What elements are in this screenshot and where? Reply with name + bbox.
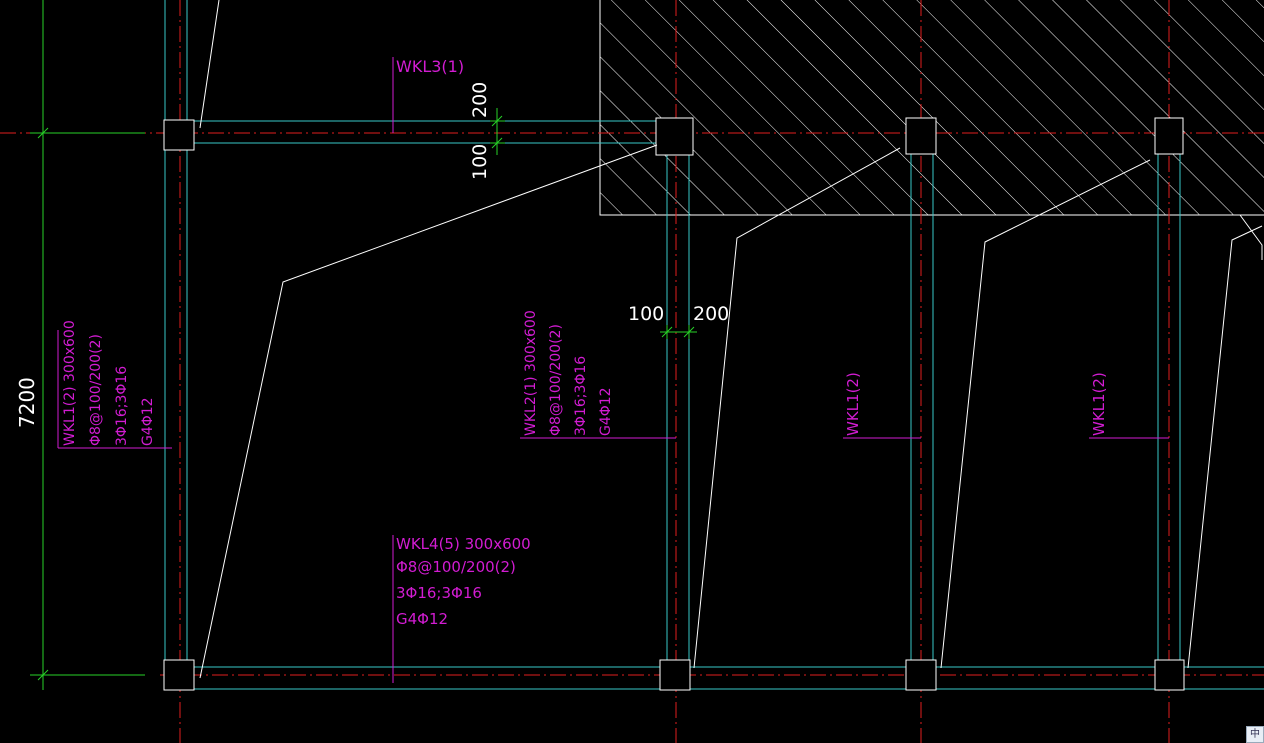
svg-text:3Φ16;3Φ16: 3Φ16;3Φ16 xyxy=(114,366,130,446)
dimension-texts: 7200 200 100 100 200 xyxy=(15,82,729,428)
label-wkl2: WKL2(1) 300x600 Φ8@100/200(2) 3Φ16;3Φ16 … xyxy=(523,310,614,436)
svg-text:G4Φ12: G4Φ12 xyxy=(140,397,156,446)
svg-text:Φ8@100/200(2): Φ8@100/200(2) xyxy=(396,558,516,576)
annotation-leaders xyxy=(57,57,1169,683)
dim-mid-right: 200 xyxy=(693,303,729,325)
hatched-slab-region xyxy=(599,0,1264,216)
label-wkl3: WKL3(1) xyxy=(396,57,464,76)
dim-top-upper: 200 xyxy=(469,82,491,118)
svg-text:G4Φ12: G4Φ12 xyxy=(396,610,448,628)
beam-outlines xyxy=(164,0,1264,690)
svg-text:3Φ16;3Φ16: 3Φ16;3Φ16 xyxy=(396,584,482,602)
svg-text:G4Φ12: G4Φ12 xyxy=(598,387,614,436)
svg-text:WKL2(1) 300x600: WKL2(1) 300x600 xyxy=(523,310,539,436)
columns xyxy=(163,117,1185,691)
stair-outline-lines xyxy=(199,0,1263,679)
ime-indicator[interactable]: 中 xyxy=(1246,726,1264,743)
label-wkl1-right: WKL1(2) xyxy=(1090,372,1108,436)
svg-text:Φ8@100/200(2): Φ8@100/200(2) xyxy=(548,324,564,436)
beam-annotations: WKL3(1) WKL1(2) 300x600 Φ8@100/200(2) 3Φ… xyxy=(62,57,1108,628)
svg-text:3Φ16;3Φ16: 3Φ16;3Φ16 xyxy=(573,356,589,436)
svg-text:WKL4(5) 300x600: WKL4(5) 300x600 xyxy=(396,535,531,553)
svg-text:WKL1(2) 300x600: WKL1(2) 300x600 xyxy=(62,320,78,446)
svg-text:Φ8@100/200(2): Φ8@100/200(2) xyxy=(88,334,104,446)
dim-mid-left: 100 xyxy=(628,303,664,325)
dim-overall-vertical: 7200 xyxy=(15,377,39,428)
label-wkl1-left: WKL1(2) 300x600 Φ8@100/200(2) 3Φ16;3Φ16 … xyxy=(62,320,156,446)
label-wkl1-mid: WKL1(2) xyxy=(844,372,862,436)
label-wkl4: WKL4(5) 300x600 Φ8@100/200(2) 3Φ16;3Φ16 … xyxy=(396,535,531,628)
dimension-lines xyxy=(30,0,697,690)
dim-top-lower: 100 xyxy=(469,144,491,180)
